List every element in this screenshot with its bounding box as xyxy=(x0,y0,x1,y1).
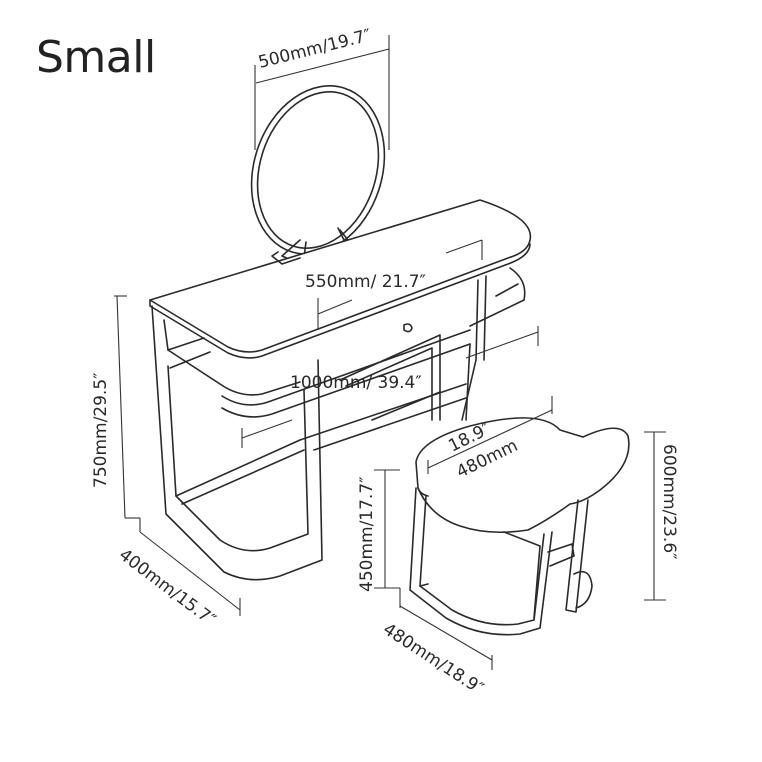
desk-depth-label: 550mm/ 21.7″ xyxy=(305,272,426,292)
desk-width-dimension: 1000mm/ 39.4″ xyxy=(241,326,539,448)
vanity-desk xyxy=(149,199,532,581)
stool-seat-height-label: 450mm/17.7″ xyxy=(357,477,377,593)
desk-side-dimension: 400mm/15.7″ xyxy=(115,518,241,631)
desk-side-depth-label: 400mm/15.7″ xyxy=(115,545,219,630)
stool-depth-label: 480mm/18.9″ xyxy=(379,619,487,699)
desk-height-dimension: 750mm/29.5″ xyxy=(91,295,140,519)
mirror-diameter-label: 500mm/19.7″ xyxy=(256,26,373,73)
stool-seat-height-dimension: 450mm/17.7″ xyxy=(357,469,400,593)
stool xyxy=(409,417,630,636)
desk-height-label: 750mm/29.5″ xyxy=(91,373,111,489)
stool-total-height-label: 600mm/23.6″ xyxy=(659,444,679,560)
mirror-dimension: 500mm/19.7″ xyxy=(254,26,390,150)
desk-width-label: 1000mm/ 39.4″ xyxy=(290,373,422,393)
stool-depth-dimension: 480mm/18.9″ xyxy=(379,588,493,699)
stool-total-height-dimension: 600mm/23.6″ xyxy=(644,431,679,601)
desk-depth-dimension: 550mm/ 21.7″ xyxy=(305,239,483,330)
round-mirror xyxy=(250,85,386,266)
size-title: Small xyxy=(36,32,156,83)
